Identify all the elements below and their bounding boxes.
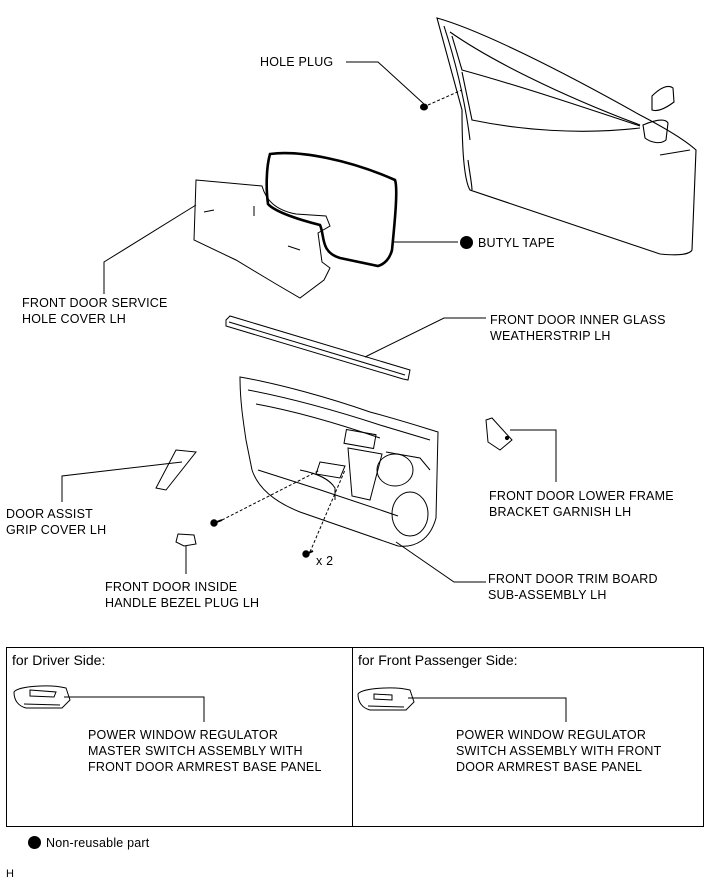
master-switch-line3: FRONT DOOR ARMREST BASE PANEL: [88, 760, 322, 774]
passenger-switch-line1: POWER WINDOW REGULATOR: [456, 728, 647, 742]
passenger-side-header: for Front Passenger Side:: [358, 652, 518, 668]
hole-plug-label: HOLE PLUG: [260, 55, 334, 69]
screw-quantity-label: x 2: [316, 554, 334, 568]
trim-board-label: FRONT DOOR TRIM BOARD SUB-ASSEMBLY LH: [488, 571, 658, 603]
passenger-switch-line3: DOOR ARMREST BASE PANEL: [456, 760, 643, 774]
weatherstrip-label: FRONT DOOR INNER GLASS WEATHERSTRIP LH: [490, 312, 666, 344]
bezel-plug-line1: FRONT DOOR INSIDE: [105, 580, 238, 594]
trim-board-part: [222, 377, 486, 582]
passenger-switch-part: [358, 688, 566, 722]
bracket-garnish-line2: BRACKET GARNISH LH: [489, 505, 632, 519]
bracket-garnish-part: [486, 418, 556, 482]
trim-board-line1: FRONT DOOR TRIM BOARD: [488, 572, 658, 586]
hole-plug-part: [346, 62, 462, 110]
passenger-switch-line2: SWITCH ASSEMBLY WITH FRONT: [456, 744, 662, 758]
grip-cover-line1: DOOR ASSIST: [6, 507, 93, 521]
bezel-plug-label: FRONT DOOR INSIDE HANDLE BEZEL PLUG LH: [105, 579, 259, 611]
grip-cover-part: [62, 450, 196, 502]
weatherstrip-line1: FRONT DOOR INNER GLASS: [490, 313, 666, 327]
footer-code: H: [6, 868, 15, 880]
driver-side-header: for Driver Side:: [12, 652, 106, 668]
bracket-garnish-line1: FRONT DOOR LOWER FRAME: [489, 489, 674, 503]
grip-cover-line2: GRIP COVER LH: [6, 523, 107, 537]
service-hole-cover-line1: FRONT DOOR SERVICE: [22, 296, 168, 310]
weatherstrip-line2: WEATHERSTRIP LH: [490, 329, 611, 343]
bracket-garnish-label: FRONT DOOR LOWER FRAME BRACKET GARNISH L…: [489, 488, 674, 520]
butyl-tape-text: BUTYL TAPE: [478, 236, 555, 250]
bezel-plug-line2: HANDLE BEZEL PLUG LH: [105, 596, 260, 610]
service-hole-cover-part: [104, 180, 330, 298]
master-switch-label: POWER WINDOW REGULATOR MASTER SWITCH ASS…: [88, 727, 322, 775]
passenger-switch-label: POWER WINDOW REGULATOR SWITCH ASSEMBLY W…: [456, 727, 661, 775]
trim-board-line2: SUB-ASSEMBLY LH: [488, 588, 607, 602]
master-switch-part: [14, 686, 204, 722]
legend-dot-icon: [28, 836, 41, 849]
service-hole-cover-line2: HOLE COVER LH: [22, 312, 127, 326]
service-hole-cover-label: FRONT DOOR SERVICE HOLE COVER LH: [22, 295, 168, 327]
screw-part: [211, 520, 313, 557]
bezel-plug-part: [176, 534, 196, 574]
butyl-tape-label: BUTYL TAPE: [460, 235, 555, 251]
grip-cover-label: DOOR ASSIST GRIP COVER LH: [6, 506, 106, 538]
variant-table: [6, 647, 704, 827]
variant-table-divider: [352, 647, 353, 827]
front-door-panel: [437, 18, 696, 255]
master-switch-line1: POWER WINDOW REGULATOR: [88, 728, 279, 742]
legend: Non-reusable part: [28, 835, 149, 851]
legend-text: Non-reusable part: [46, 836, 150, 850]
non-reusable-dot-icon: [460, 236, 473, 249]
master-switch-line2: MASTER SWITCH ASSEMBLY WITH: [88, 744, 303, 758]
weatherstrip-part: [226, 316, 486, 380]
butyl-tape-part: [267, 153, 397, 266]
